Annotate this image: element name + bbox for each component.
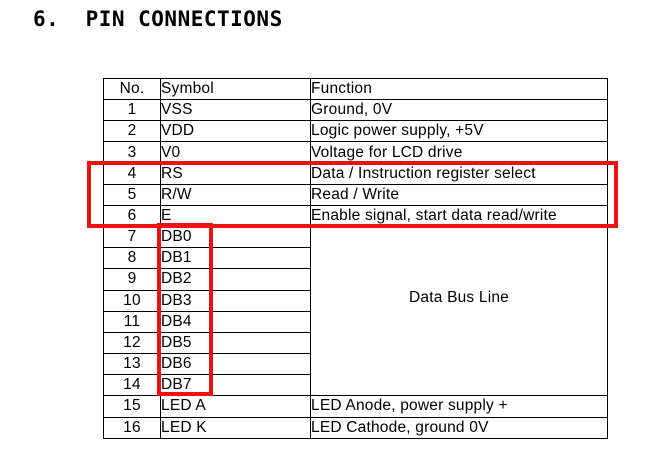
- pin-symbol-cell: E: [160, 204, 311, 228]
- table-row: 15 LED A LED Anode, power supply +: [103, 395, 608, 418]
- pin-symbol-cell: DB0: [160, 226, 311, 249]
- table-row: 16 LED K LED Cathode, ground 0V: [103, 416, 608, 439]
- pin-symbol-cell: DB6: [160, 353, 311, 376]
- pin-no-cell: 14: [103, 374, 161, 397]
- pin-symbol-cell: VDD: [160, 120, 311, 143]
- pin-symbol-cell: DB5: [160, 331, 311, 355]
- col-header-symbol: Symbol: [160, 77, 311, 101]
- pin-function-cell: Read / Write: [310, 183, 608, 206]
- pin-no-cell: 5: [103, 183, 161, 206]
- pin-symbol-cell: DB7: [160, 374, 311, 397]
- data-bus-line-label: Data Bus Line: [409, 289, 509, 307]
- pin-symbol-cell: DB3: [160, 289, 311, 312]
- pin-no-cell: 15: [103, 395, 161, 418]
- table-row: 6 E Enable signal, start data read/write: [103, 204, 608, 228]
- table-row: 12 DB5: [103, 331, 608, 355]
- pin-function-cell: LED Cathode, ground 0V: [310, 416, 608, 439]
- pin-symbol-cell: VSS: [160, 99, 311, 122]
- pin-no-cell: 4: [103, 162, 161, 185]
- pin-no-cell: 2: [103, 120, 161, 143]
- data-bus-line-cell: Data Bus Line: [310, 226, 608, 397]
- pin-symbol-cell: R/W: [160, 183, 311, 206]
- pin-no-cell: 10: [103, 289, 161, 312]
- pin-symbol-cell: LED K: [160, 416, 311, 439]
- pin-function-cell: Voltage for LCD drive: [310, 141, 608, 164]
- table-row: 7 DB0 Data Bus Line: [103, 226, 608, 397]
- pin-function-cell: LED Anode, power supply +: [310, 395, 608, 418]
- table-row: 5 R/W Read / Write: [103, 183, 608, 206]
- pin-symbol-cell: RS: [160, 162, 311, 185]
- pin-symbol-cell: DB2: [160, 268, 311, 291]
- pin-function-cell: Logic power supply, +5V: [310, 120, 608, 143]
- pin-no-cell: 1: [103, 99, 161, 122]
- pin-no-cell: 7: [103, 226, 161, 249]
- table-row: 3 V0 Voltage for LCD drive: [103, 141, 608, 164]
- pin-no-cell: 16: [103, 416, 161, 439]
- pin-no-cell: 11: [103, 310, 161, 333]
- table-row: 9 DB2: [103, 268, 608, 291]
- pin-no-cell: 13: [103, 353, 161, 376]
- pin-function-cell: Enable signal, start data read/write: [310, 204, 608, 228]
- col-header-no: No.: [103, 77, 161, 101]
- pin-symbol-cell: DB1: [160, 247, 311, 270]
- pin-no-cell: 6: [103, 204, 161, 228]
- pin-symbol-cell: V0: [160, 141, 311, 164]
- table-row: 14 DB7: [103, 374, 608, 397]
- table-row: 1 VSS Ground, 0V: [103, 99, 608, 122]
- pin-function-cell: Data / Instruction register select: [310, 162, 608, 185]
- table-row: 4 RS Data / Instruction register select: [103, 162, 608, 185]
- pin-no-cell: 9: [103, 268, 161, 291]
- table-row: 2 VDD Logic power supply, +5V: [103, 120, 608, 143]
- pin-connections-table: No. Symbol Function 1 VSS Ground, 0V 2 V…: [103, 77, 608, 439]
- pin-no-cell: 3: [103, 141, 161, 164]
- table-header-row: No. Symbol Function: [103, 77, 608, 101]
- pin-no-cell: 12: [103, 331, 161, 355]
- pin-symbol-cell: LED A: [160, 395, 311, 418]
- pin-function-cell: Ground, 0V: [310, 99, 608, 122]
- section-heading: 6. PIN CONNECTIONS: [33, 7, 283, 31]
- col-header-function: Function: [310, 77, 608, 101]
- pin-no-cell: 8: [103, 247, 161, 270]
- pin-symbol-cell: DB4: [160, 310, 311, 333]
